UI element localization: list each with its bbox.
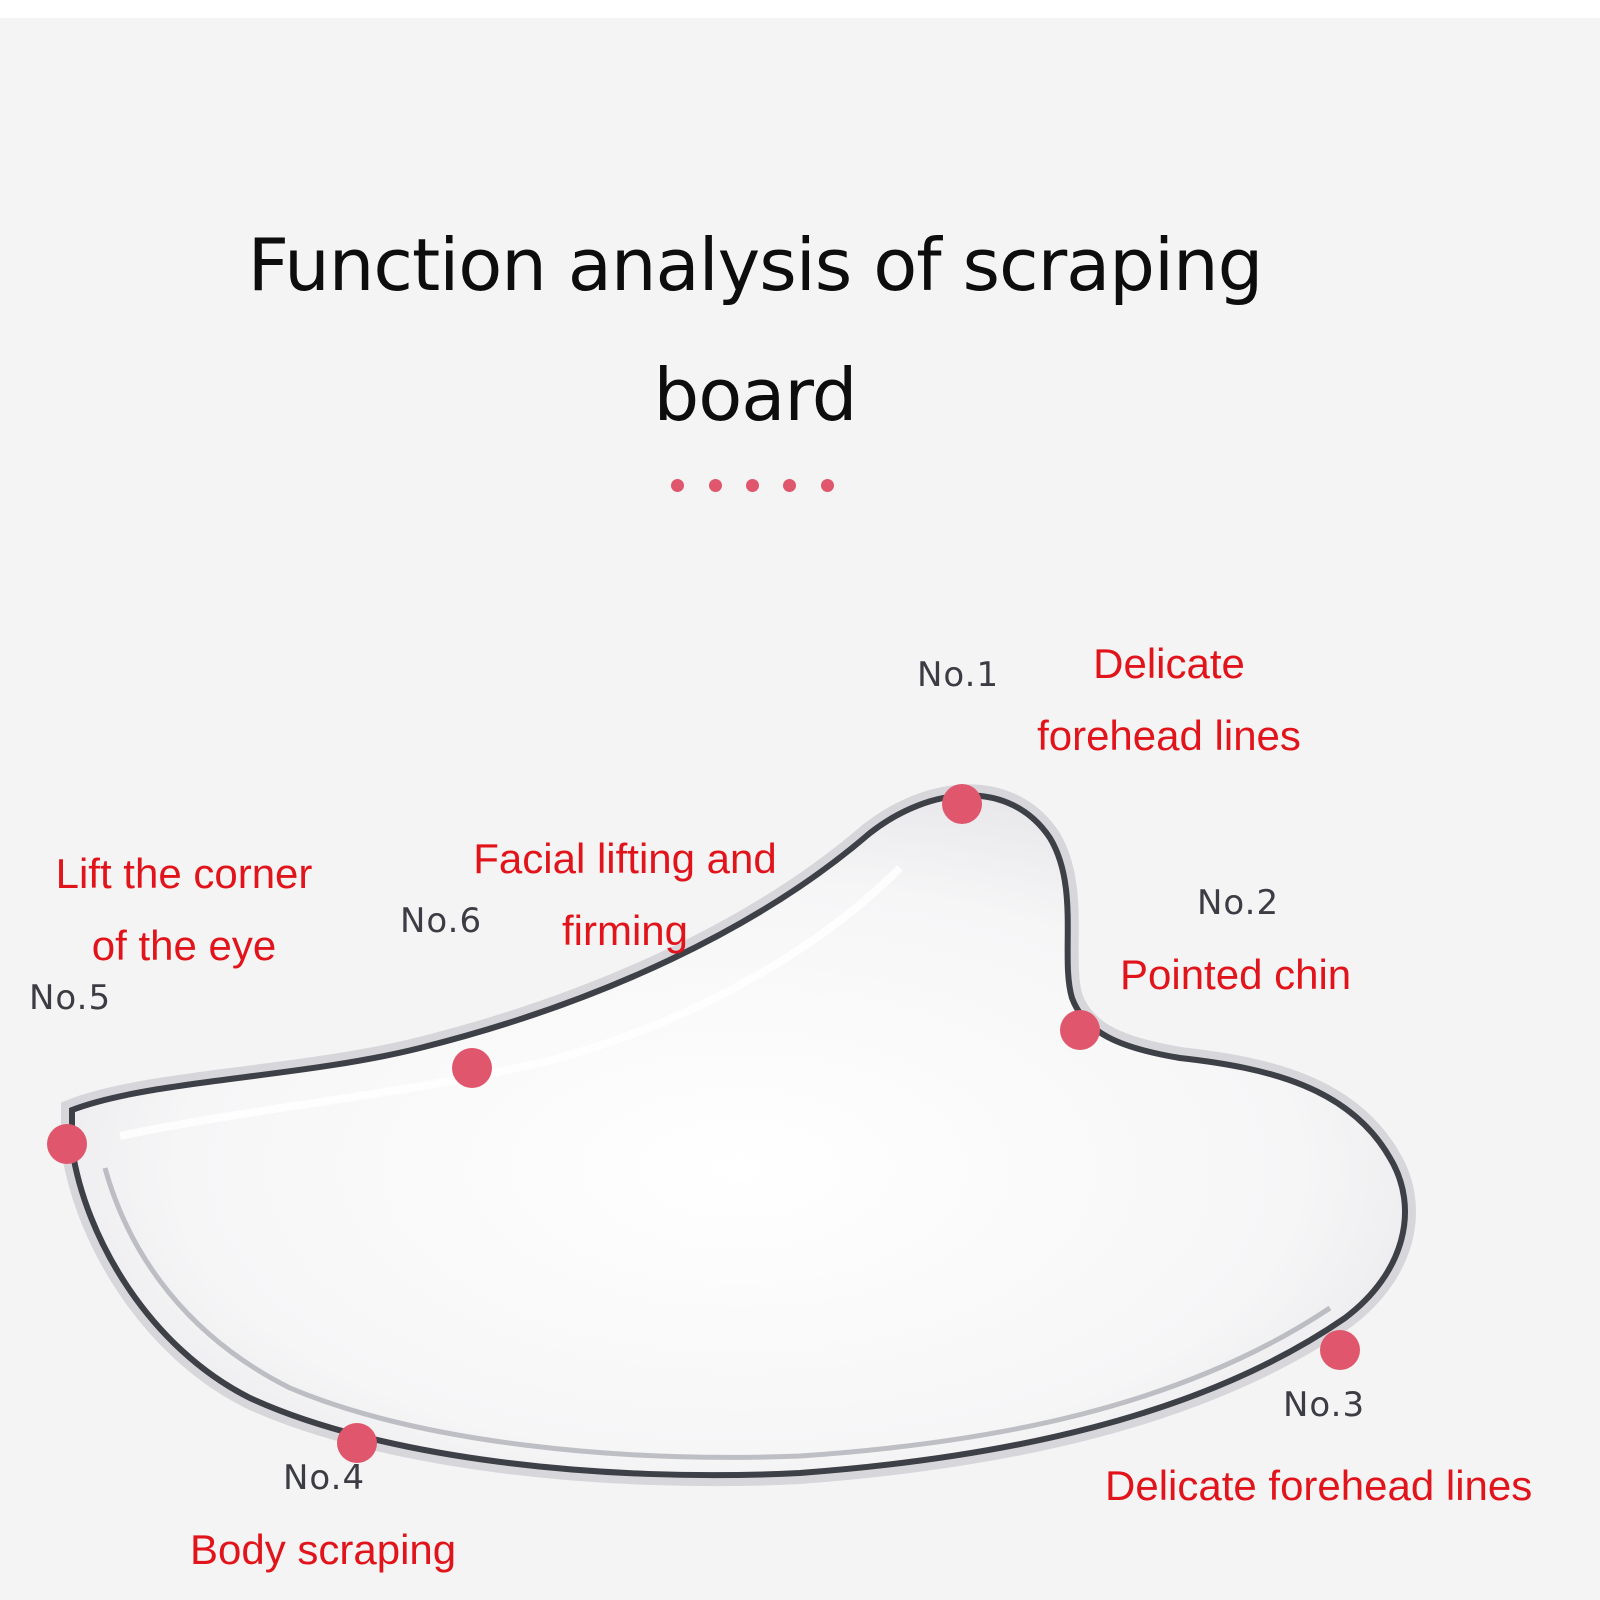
- point-description-no5: Lift the corner of the eye: [44, 838, 324, 982]
- decorative-dot: [709, 479, 722, 492]
- point-description-no3: Delicate forehead lines: [1105, 1450, 1550, 1522]
- point-description-line: Body scraping: [190, 1526, 457, 1573]
- decorative-dot: [671, 479, 684, 492]
- point-number-no6: No.6: [400, 901, 483, 941]
- board-inner-highlight: [119, 865, 903, 1140]
- marker-dot-no2: [1060, 1010, 1100, 1050]
- point-description-no2: Pointed chin: [1120, 939, 1380, 1011]
- point-description-line: of the eye: [91, 922, 277, 969]
- board-body: [69, 792, 1408, 1479]
- point-description-no6: Facial lifting and firming: [460, 823, 790, 967]
- point-description-no1: Delicate forehead lines: [1026, 628, 1312, 772]
- point-description-line: Delicate: [1093, 640, 1245, 687]
- marker-dot-no5: [47, 1124, 87, 1164]
- point-description-line: Delicate forehead lines: [1105, 1462, 1533, 1509]
- gua-sha-board-icon: [47, 784, 1416, 1487]
- marker-dot-no3: [1320, 1330, 1360, 1370]
- point-description-line: forehead lines: [1037, 712, 1301, 759]
- point-number-no3: No.3: [1283, 1385, 1366, 1425]
- board-inner-rim: [102, 1167, 1332, 1460]
- point-description-line: Pointed chin: [1120, 951, 1352, 998]
- page-title-line-1: Function analysis of scraping: [247, 223, 1264, 307]
- point-number-no5: No.5: [29, 978, 112, 1018]
- point-number-no4: No.4: [283, 1458, 366, 1498]
- diagram-canvas: Function analysis of scraping board No.1…: [0, 18, 1600, 1600]
- page-title-line-2: board: [653, 353, 858, 437]
- point-description-line: Facial lifting and: [473, 835, 777, 882]
- decorative-dot: [821, 479, 834, 492]
- point-description-line: firming: [561, 907, 689, 954]
- point-number-no2: No.2: [1197, 883, 1280, 923]
- point-description-line: Lift the corner: [55, 850, 313, 897]
- point-description-no4: Body scraping: [190, 1514, 475, 1586]
- decorative-dot: [783, 479, 796, 492]
- marker-dot-no4: [337, 1423, 377, 1463]
- point-number-no1: No.1: [917, 655, 1000, 695]
- marker-dot-no6: [452, 1048, 492, 1088]
- decorative-dot: [746, 479, 759, 492]
- marker-dot-no1: [942, 784, 982, 824]
